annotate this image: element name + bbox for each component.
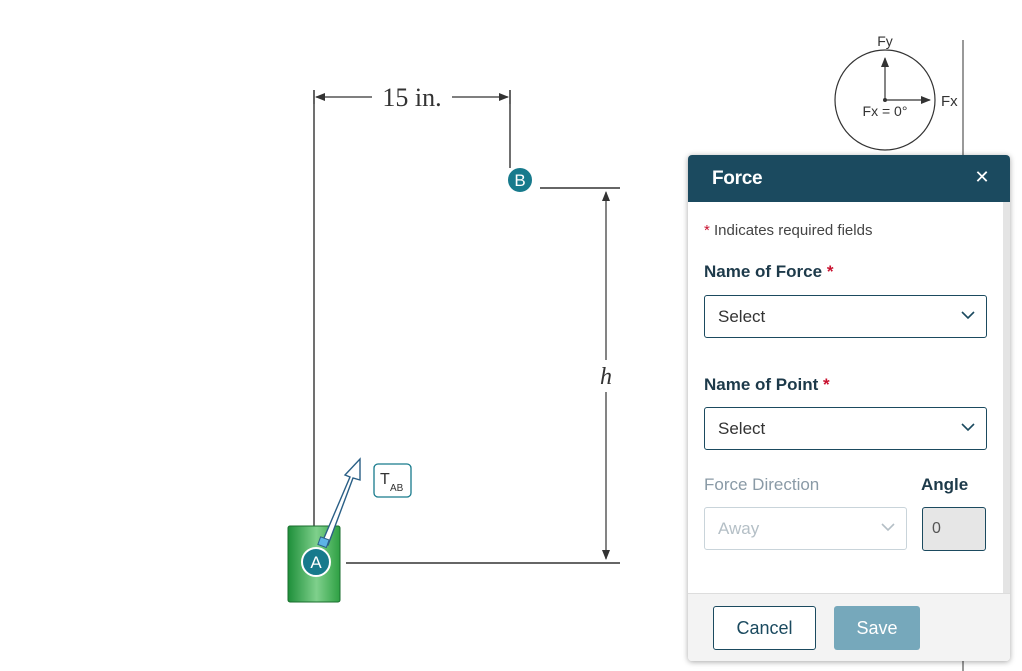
dialog-footer: Cancel Save — [688, 593, 1010, 661]
compass-angle-label: Fx = 0° — [863, 103, 908, 119]
required-fields-note: * Indicates required fields — [704, 222, 872, 239]
required-note-text: Indicates required fields — [714, 222, 873, 239]
force-dialog: Force ✕ * Indicates required fields Name… — [688, 155, 1010, 661]
tension-label[interactable]: T AB — [373, 463, 412, 498]
tension-label-sub: AB — [390, 483, 404, 494]
cancel-button[interactable]: Cancel — [713, 606, 816, 650]
name-of-force-label-text: Name of Force — [704, 262, 823, 281]
name-of-force-label: Name of Force * — [704, 262, 833, 282]
close-icon[interactable]: ✕ — [974, 167, 990, 187]
chevron-down-icon — [881, 523, 895, 532]
width-dimension-label: 15 in. — [382, 83, 441, 112]
force-direction-value: Away — [718, 519, 760, 538]
name-of-point-value: Select — [718, 419, 766, 438]
name-of-point-label-text: Name of Point — [704, 375, 819, 394]
dialog-body: * Indicates required fields Name of Forc… — [688, 202, 1002, 593]
angle-value: 0 — [932, 520, 941, 537]
height-dimension: h — [600, 191, 612, 560]
force-direction-select: Away — [704, 507, 907, 550]
name-of-point-select[interactable]: Select — [704, 407, 987, 450]
point-b-marker[interactable]: B — [506, 166, 534, 194]
compass-fx-label: Fx — [941, 93, 958, 110]
tension-label-main: T — [380, 471, 390, 488]
name-of-point-label: Name of Point * — [704, 375, 830, 395]
save-button[interactable]: Save — [834, 606, 920, 650]
tension-arrow[interactable] — [317, 457, 361, 549]
dialog-header: Force ✕ — [688, 155, 1010, 202]
name-of-force-value: Select — [718, 307, 766, 326]
chevron-down-icon — [961, 311, 975, 320]
dialog-title: Force — [712, 168, 763, 189]
point-a-marker[interactable]: A — [301, 547, 331, 577]
force-direction-compass: Fy Fx Fx = 0° — [834, 33, 958, 151]
height-dimension-label: h — [600, 364, 612, 390]
name-of-force-select[interactable]: Select — [704, 295, 987, 338]
required-star: * — [704, 222, 710, 239]
angle-input[interactable]: 0 — [922, 507, 986, 551]
width-dimension: 15 in. — [313, 83, 511, 112]
required-star: * — [823, 375, 830, 394]
chevron-down-icon — [961, 423, 975, 432]
compass-fy-label: Fy — [877, 33, 893, 49]
point-a-label: A — [310, 553, 322, 572]
dialog-scrollbar[interactable] — [1003, 202, 1010, 593]
force-direction-label: Force Direction — [704, 475, 820, 494]
required-star: * — [826, 262, 834, 281]
point-b-label: B — [514, 171, 525, 190]
angle-label: Angle — [921, 475, 969, 494]
